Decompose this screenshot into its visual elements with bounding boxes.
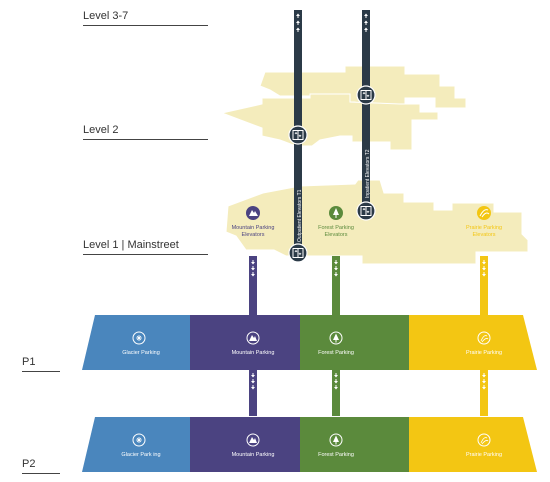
elevator-icon[interactable] — [356, 201, 376, 221]
elevator-shaft-t2 — [362, 10, 370, 216]
p2-forest-zone[interactable] — [300, 417, 409, 472]
mountain-icon — [246, 433, 260, 447]
elevator-t2-label: Inpatient Elevators T2 — [365, 149, 371, 198]
p1-prairie-label: Prairie Parking — [466, 350, 502, 356]
elevator-icon[interactable] — [356, 85, 376, 105]
p2-forest-label: Forest Parking — [318, 452, 354, 458]
p1-label: P1 — [22, 356, 36, 368]
prairie-icon — [477, 433, 491, 447]
p1-glacier-label: Glacier Parking — [122, 350, 160, 356]
p1-line — [22, 371, 60, 372]
forest-icon — [333, 208, 339, 218]
level-1-line — [83, 254, 208, 255]
prairie-icon — [479, 209, 490, 218]
glacier-icon — [132, 433, 146, 447]
p2-line — [22, 473, 60, 474]
p2-glacier-zone[interactable] — [82, 417, 190, 472]
level-2-line — [83, 139, 208, 140]
level-1-label: Level 1 | Mainstreet — [83, 239, 179, 251]
forest-icon — [329, 433, 343, 447]
elevator-t1-label: Outpatient Elevators T1 — [297, 189, 303, 242]
level-2-label: Level 2 — [83, 124, 119, 136]
mountain-icon — [246, 331, 260, 345]
elevator-icon[interactable] — [288, 125, 308, 145]
level-3-7-line — [83, 25, 208, 26]
floorplate-level-1 — [225, 179, 529, 265]
p1-mountain-label: Mountain Parking — [232, 350, 275, 356]
p2-mountain-zone[interactable] — [190, 417, 300, 472]
p2-prairie-label: Prairie Parking — [466, 452, 502, 458]
p1-mountain-zone[interactable] — [190, 315, 300, 370]
p2-icons — [132, 433, 491, 447]
p1-prairie-zone[interactable] — [409, 315, 537, 370]
elevator-icon[interactable] — [288, 243, 308, 263]
p1-icons — [132, 331, 491, 345]
mountain-icon — [249, 210, 258, 216]
p2-mountain-label: Mountain Parking — [232, 452, 275, 458]
p2-band — [82, 417, 537, 472]
glacier-icon — [132, 331, 146, 345]
p1-glacier-zone[interactable] — [82, 315, 190, 370]
p2-prairie-zone[interactable] — [409, 417, 537, 472]
p2-label: P2 — [22, 458, 36, 470]
p1-band — [82, 315, 537, 370]
p1-forest-label: Forest Parking — [318, 350, 354, 356]
p2-glacier-label: Glacier Park ing — [121, 452, 160, 458]
level-3-7-label: Level 3-7 — [83, 10, 129, 22]
p1-forest-zone[interactable] — [300, 315, 409, 370]
floorplate-level-2 — [220, 93, 439, 151]
prairie-icon — [477, 331, 491, 345]
forest-icon — [329, 331, 343, 345]
